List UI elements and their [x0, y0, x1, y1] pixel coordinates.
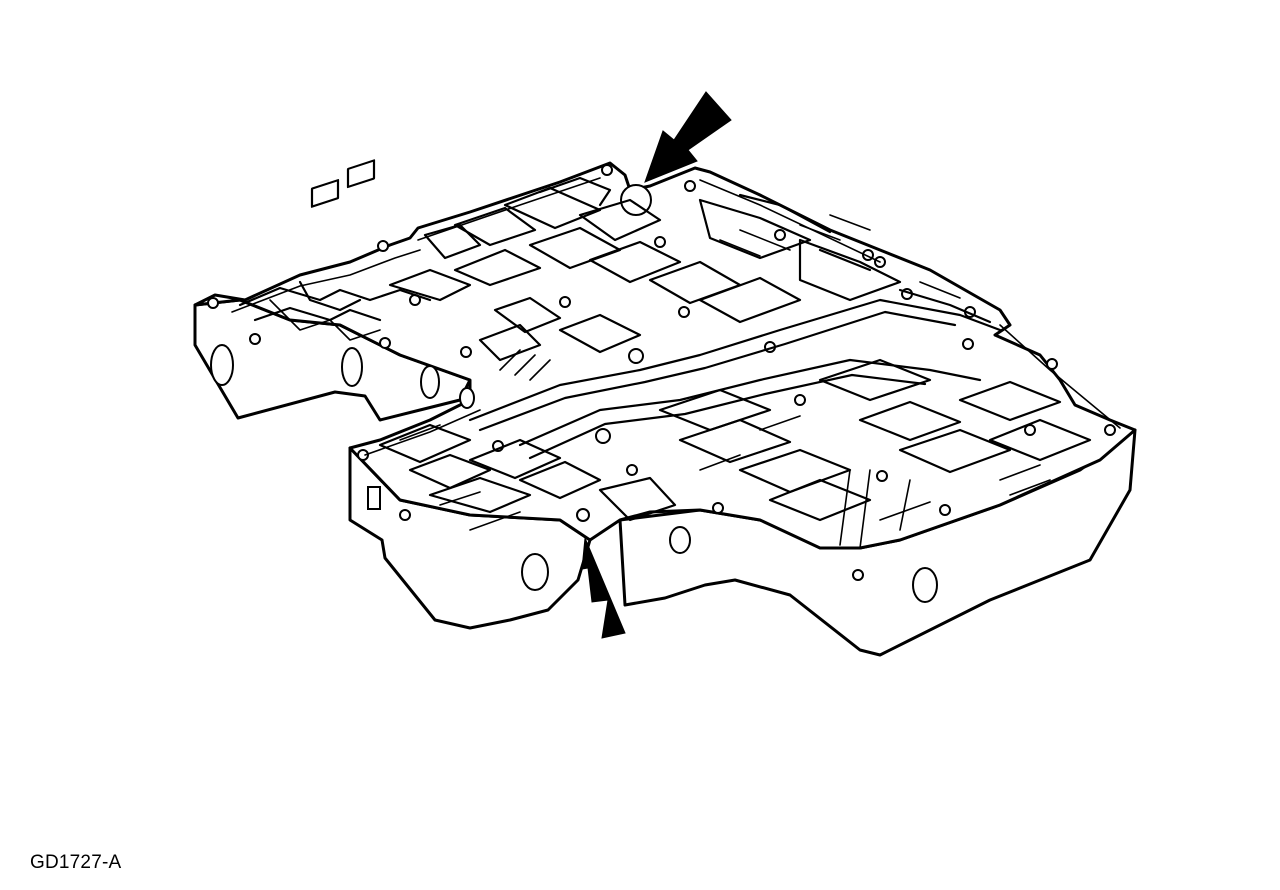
arrow-up-icon — [581, 537, 626, 639]
side-bolt-holes — [210, 344, 938, 603]
arrow-down-left-icon — [644, 91, 732, 183]
top-bolt-holes — [207, 164, 1116, 581]
figure-id: GD1727-A — [30, 852, 122, 873]
valve-body-top-plate — [193, 161, 1137, 550]
fluid-passages — [231, 159, 1121, 549]
